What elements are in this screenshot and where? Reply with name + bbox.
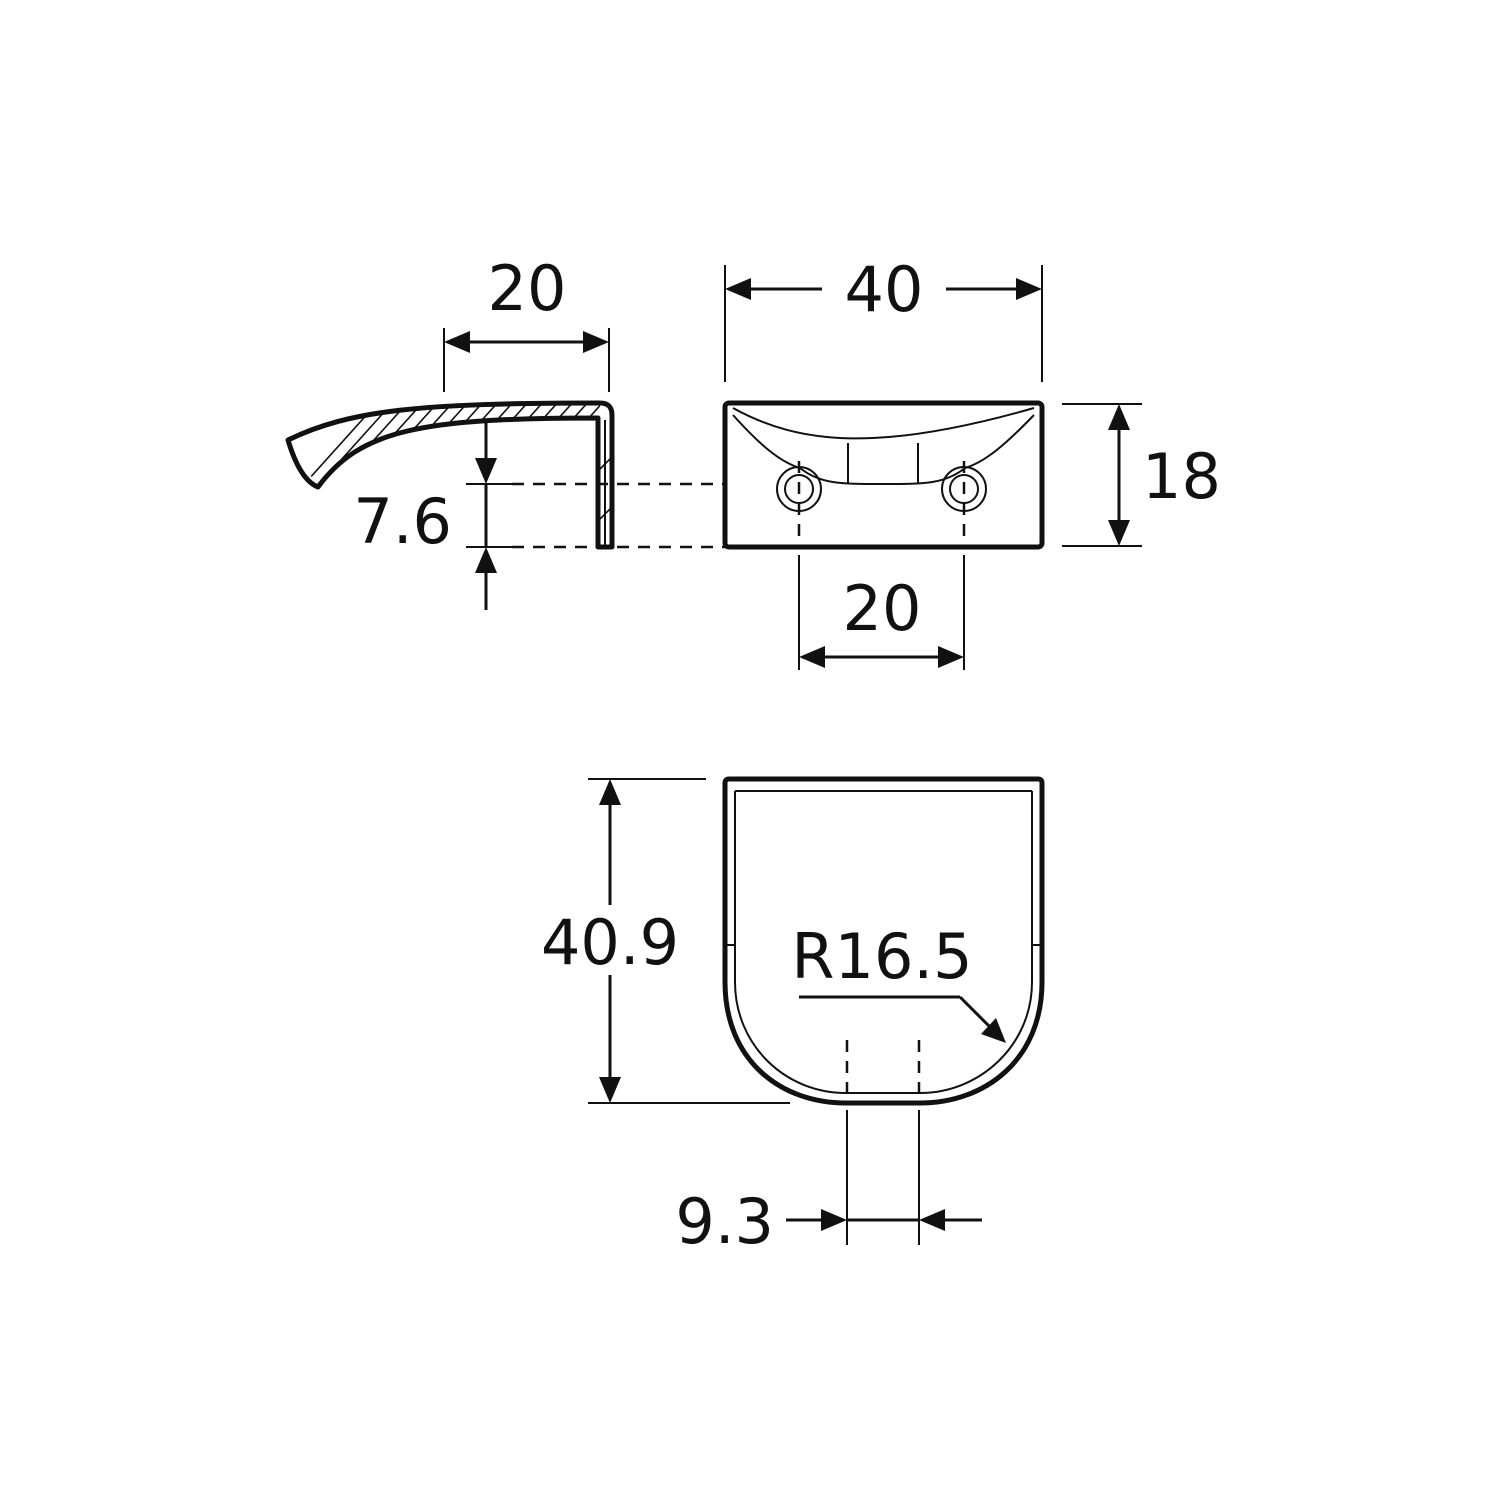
front-width-label: 40 — [845, 253, 924, 326]
hole-spacing-label: 20 — [843, 572, 922, 645]
front-view: 40 18 20 — [722, 253, 1221, 670]
top-radius-dimension: R16.5 — [791, 920, 1006, 1043]
front-height-label: 18 — [1142, 440, 1221, 513]
hole-spacing-dimension: 20 — [797, 461, 966, 670]
pull-lower-curve — [732, 414, 1035, 485]
front-width-dimension: 40 — [724, 253, 1043, 382]
top-flat-label: 9.3 — [675, 1185, 774, 1258]
pull-upper-curve — [732, 407, 1035, 440]
top-view-outline — [722, 776, 1045, 1106]
front-height-dimension: 18 — [1062, 403, 1221, 547]
top-view: 40.9 R16.5 9.3 — [541, 776, 1045, 1258]
top-radius-label: R16.5 — [791, 920, 972, 993]
side-width-dimension: 20 — [443, 252, 610, 392]
side-width-label: 20 — [488, 252, 567, 325]
side-offset-label: 7.6 — [353, 485, 452, 558]
top-depth-dimension: 40.9 — [541, 778, 790, 1104]
top-flat-dimension: 9.3 — [675, 1040, 982, 1258]
top-depth-label: 40.9 — [541, 906, 679, 979]
side-view: 20 7.6 — [285, 252, 725, 610]
side-offset-dimension: 7.6 — [353, 420, 512, 610]
